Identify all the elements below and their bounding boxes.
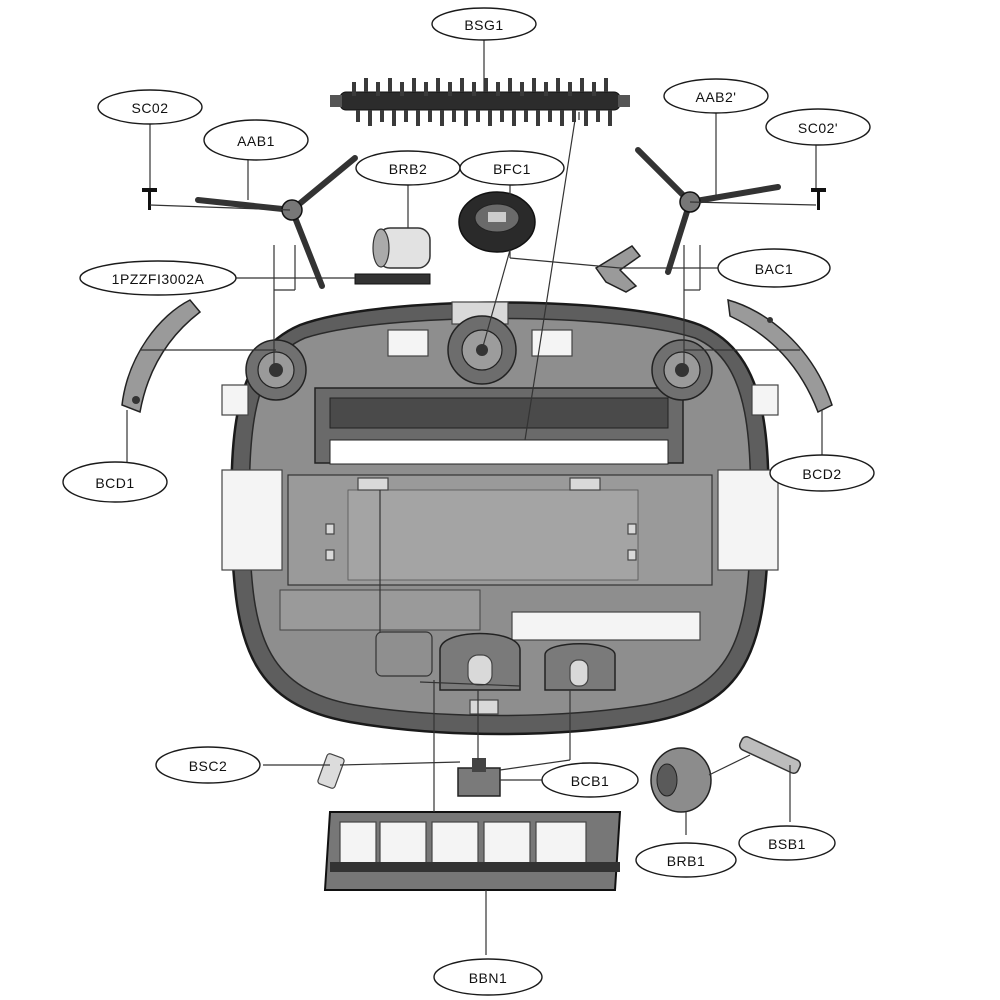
label-aab2: AAB2' <box>696 89 737 105</box>
bristle <box>532 78 536 92</box>
callout-aab1: AAB1 <box>203 119 309 161</box>
callout-bsc2: BSC2 <box>155 746 261 784</box>
label-bsc2: BSC2 <box>189 758 228 774</box>
callout-sc02-left: SC02 <box>97 89 203 125</box>
bristle <box>388 78 392 92</box>
bristle <box>472 82 476 96</box>
bristle <box>368 110 372 126</box>
bristle <box>424 82 428 96</box>
side-brush-left-aab1 <box>195 155 358 289</box>
bristle <box>496 82 500 96</box>
bristle <box>428 110 432 122</box>
bristle <box>520 82 524 96</box>
label-bsb1: BSB1 <box>768 836 806 852</box>
wheel-brb1 <box>650 747 712 813</box>
bumper-cover-right-bcd2 <box>727 298 833 414</box>
bristle <box>548 110 552 122</box>
bristle <box>400 82 404 96</box>
part-bcb1 <box>457 758 501 797</box>
bristle <box>560 110 564 126</box>
strip-1pzzfi3002a <box>354 273 431 285</box>
bristle <box>352 82 356 96</box>
bristle <box>436 78 440 92</box>
robot-chassis <box>221 301 779 736</box>
callout-sc02-right: SC02' <box>765 108 871 146</box>
callout-aab2: AAB2' <box>663 78 769 114</box>
callout-bfc1: BFC1 <box>459 150 565 186</box>
roller-brb2 <box>372 227 431 269</box>
bristle <box>416 110 420 126</box>
bristle <box>556 78 560 92</box>
front-caster-bfc1 <box>458 191 536 253</box>
bristle <box>584 110 588 126</box>
bristle <box>488 110 492 126</box>
label-1pzzfi3002a: 1PZZFI3002A <box>112 271 205 287</box>
label-brb2: BRB2 <box>389 161 428 177</box>
bristle <box>452 110 456 122</box>
label-bac1: BAC1 <box>755 261 794 277</box>
bumper-cover-left-bcd1 <box>121 299 202 414</box>
screw-left-sc02 <box>142 188 157 210</box>
bristle <box>404 110 408 122</box>
label-bsg1: BSG1 <box>464 17 503 33</box>
main-brush-bsg1 <box>330 91 630 111</box>
bristle <box>392 110 396 126</box>
label-bbn1: BBN1 <box>469 970 508 986</box>
brush-bristles <box>352 78 612 126</box>
label-bcd1: BCD1 <box>95 475 134 491</box>
callout-brb1: BRB1 <box>635 842 737 878</box>
bristle <box>460 78 464 92</box>
bristle <box>592 82 596 96</box>
bristle <box>596 110 600 122</box>
bristle <box>536 110 540 126</box>
bristle <box>500 110 504 122</box>
label-sc02-right: SC02' <box>798 120 838 136</box>
callout-bsg1: BSG1 <box>431 7 537 41</box>
callout-brb2: BRB2 <box>355 150 461 186</box>
label-bcb1: BCB1 <box>571 773 610 789</box>
label-bcd2: BCD2 <box>802 466 841 482</box>
bristle <box>608 110 612 126</box>
bristle <box>412 78 416 92</box>
label-brb1: BRB1 <box>667 853 706 869</box>
bristle <box>364 78 368 92</box>
bristle <box>604 78 608 92</box>
bristle <box>380 110 384 122</box>
label-aab1: AAB1 <box>237 133 275 149</box>
part-bac1 <box>594 245 642 293</box>
part-bsc2 <box>317 753 345 789</box>
axle-bsb1 <box>738 736 802 774</box>
bristle <box>356 110 360 122</box>
bristle <box>476 110 480 122</box>
callout-bac1: BAC1 <box>717 248 831 288</box>
callout-bcd2: BCD2 <box>769 454 875 492</box>
bristle <box>524 110 528 122</box>
leader-lines <box>126 38 823 955</box>
bristle <box>568 82 572 96</box>
bristle <box>572 110 576 122</box>
label-bfc1: BFC1 <box>493 161 531 177</box>
bristle <box>440 110 444 126</box>
bristle <box>376 82 380 96</box>
bristle <box>580 78 584 92</box>
screw-right-sc02 <box>811 188 826 210</box>
bristle <box>484 78 488 92</box>
label-sc02-left: SC02 <box>131 100 168 116</box>
callout-1pzzfi3002a: 1PZZFI3002A <box>79 260 237 296</box>
callout-bcb1: BCB1 <box>541 762 639 798</box>
callout-bsb1: BSB1 <box>738 825 836 861</box>
bristle <box>464 110 468 126</box>
bristle <box>448 82 452 96</box>
callout-bbn1: BBN1 <box>433 958 543 996</box>
bristle <box>544 82 548 96</box>
dust-bin-bbn1 <box>323 811 622 891</box>
callout-bcd1: BCD1 <box>62 461 168 503</box>
bristle <box>508 78 512 92</box>
bristle <box>512 110 516 126</box>
